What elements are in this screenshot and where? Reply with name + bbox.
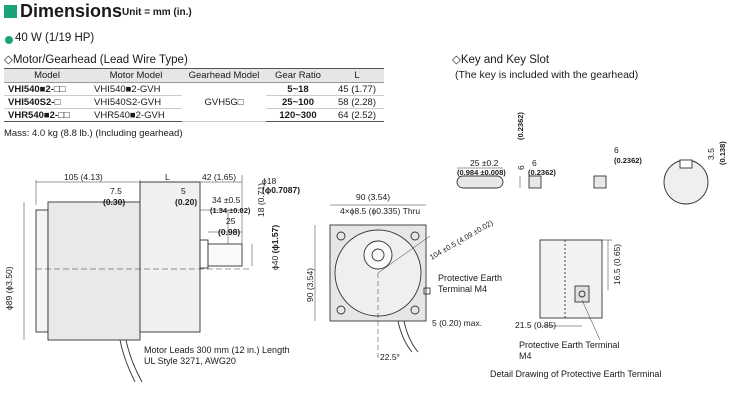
- key-drawing: [456, 159, 709, 205]
- cell-ratio: 25~100: [266, 95, 330, 109]
- dim-key-length: 25: [226, 216, 236, 226]
- dim-key-height: 18 (0.71): [256, 182, 266, 217]
- dim-key-length-in: (0.98): [218, 227, 241, 237]
- pe-detail-size: M4: [519, 351, 532, 361]
- cell-ratio: 120~300: [266, 108, 330, 122]
- dim-shaft-length: 34 ±0.5: [212, 195, 241, 205]
- pe-label-size: Terminal M4: [438, 284, 488, 294]
- dim-key-height-in: (0.2362): [516, 112, 525, 140]
- cell-model: VHI540S2-□: [4, 95, 90, 109]
- motor-side-view: [35, 181, 250, 383]
- col-header-model: Model: [4, 68, 90, 83]
- dim-shaft-dia-in: (ϕ0.7087): [262, 185, 301, 195]
- dim-key-width: 6: [532, 158, 537, 168]
- col-header-ratio: Gear Ratio: [266, 68, 330, 83]
- dim-shaft-length-in: (1.34 ±0.02): [210, 206, 251, 215]
- cell-motor: VHI540S2-GVH: [90, 95, 182, 109]
- cell-motor: VHR540■2-GVH: [90, 108, 182, 122]
- dim-key-height: 6: [516, 165, 526, 170]
- cell-ratio: 5~18: [266, 82, 330, 96]
- dim-shaft-dia: ϕ18: [262, 176, 277, 186]
- col-header-motor: Motor Model: [90, 68, 182, 83]
- dim-slot-width-in: (0.2362): [614, 156, 642, 165]
- dim-mount-holes: 4×ϕ8.5 (ϕ0.335) Thru: [340, 206, 421, 216]
- dim-pilot-dia: ϕ40 (ϕ1.57): [270, 224, 280, 270]
- dim-key-length: 25 ±0.2: [470, 158, 499, 168]
- dim-length-l: L: [165, 172, 170, 182]
- dim-length-shaft: 42 (1.65): [202, 172, 237, 182]
- dim-key-width-in: (0.2362): [528, 168, 556, 177]
- cell-model: VHI540■2-□□: [4, 82, 90, 96]
- cell-l: 64 (2.52): [330, 108, 384, 122]
- detail-caption: Detail Drawing of Protective Earth Termi…: [490, 369, 662, 379]
- pe-detail-label: Protective Earth Terminal: [519, 340, 620, 350]
- cell-motor: VHI540■2-GVH: [90, 82, 182, 96]
- col-header-l: L: [330, 68, 384, 83]
- cell-l: 45 (1.77): [330, 82, 384, 96]
- dim-pilot: 7.5: [110, 186, 122, 196]
- dim-key-length-in: (0.984 ±0.008): [457, 168, 506, 177]
- dim-flange-width: 90 (3.54): [356, 192, 391, 202]
- table-row: VHI540■2-□□ VHI540■2-GVH GVH5G□ 5~18 45 …: [4, 82, 384, 122]
- dim-terminal-offset: 5 (0.20) max.: [432, 318, 483, 328]
- dim-flange: 5: [181, 186, 186, 196]
- dim-body-dia: ϕ89 (ϕ3.50): [4, 266, 14, 310]
- key-note: (The key is included with the gearhead): [455, 69, 639, 81]
- dim-slot-depth: 3.5: [706, 148, 716, 160]
- leads-label: Motor Leads 300 mm (12 in.) Length: [144, 345, 290, 355]
- cell-l: 58 (2.28): [330, 95, 384, 109]
- ul-label: UL Style 3271, AWG20: [144, 356, 236, 366]
- dim-terminal-height: 16.5 (0.65): [612, 243, 622, 285]
- spec-table: Model Motor Model Gearhead Model Gear Ra…: [4, 68, 384, 122]
- cell-gearhead: GVH5G□: [182, 82, 266, 122]
- section-key-title: ◇Key and Key Slot: [452, 54, 550, 66]
- dim-pilot-in: (0.30): [103, 197, 126, 207]
- earth-terminal-detail: [539, 239, 603, 319]
- bullet-icon: [5, 36, 13, 44]
- section-motor-title: ◇Motor/Gearhead (Lead Wire Type): [4, 54, 188, 66]
- gearhead-front-view: [329, 224, 431, 353]
- cell-model: VHR540■2-□□: [4, 108, 90, 122]
- power-rating: 40 W (1/19 HP): [15, 32, 95, 44]
- unit-note: Unit = mm (in.): [122, 7, 192, 18]
- table-row: VHR540■2-□□ VHR540■2-GVH 120~300 64 (2.5…: [4, 108, 384, 122]
- dim-flange-height: 90 (3.54): [305, 267, 315, 302]
- dim-slot-depth-in: (0.138): [718, 141, 727, 165]
- dim-length-overall: 105 (4.13): [64, 172, 103, 182]
- dim-angle: 22.5°: [380, 352, 400, 362]
- title-marker: [4, 5, 17, 18]
- page-title: Dimensions: [20, 1, 123, 21]
- col-header-gearhead: Gearhead Model: [182, 68, 266, 83]
- dim-slot-width: 6: [614, 145, 619, 155]
- pe-label: Protective Earth: [438, 273, 503, 283]
- table-row: VHI540S2-□ VHI540S2-GVH 25~100 58 (2.28): [4, 95, 384, 109]
- mass-note: Mass: 4.0 kg (8.8 lb.) (Including gearhe…: [4, 128, 183, 139]
- dim-terminal-depth: 21.5 (0.85): [515, 320, 557, 330]
- dim-flange-in: (0.20): [175, 197, 198, 207]
